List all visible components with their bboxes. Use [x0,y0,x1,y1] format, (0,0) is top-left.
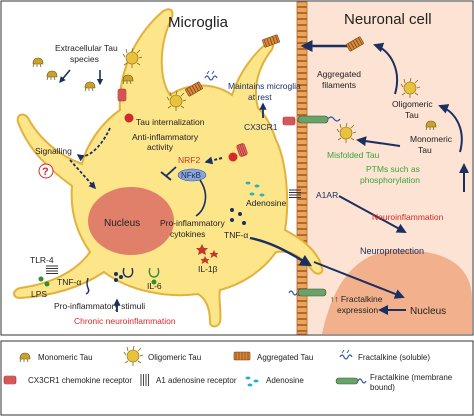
tnfa-receptor-icon [85,277,90,295]
arrow [338,195,407,233]
fractalkine-tail [327,116,341,122]
arrow [204,156,223,165]
fractalkine-expression-line1: ↑↑ Fractalkine [330,294,383,304]
microglia-cell [13,8,324,328]
legend-fractalkine-membrane-line2: bound) [370,383,395,392]
arrow [438,104,463,153]
il1b-label: IL-1β [198,264,218,274]
arrow [76,127,111,162]
anti-inflammatory-label-line1: Anti-inflammatory [132,132,199,142]
neuroinflammation-label: Neuroinflammation [372,212,444,222]
nrf2-label: NRF2 [178,155,200,165]
pro-inflammatory-label-line1: Pro-inflammatory [160,218,225,228]
il6-receptor-icon [148,267,160,278]
legend-adenosine-label: Adenosine [266,376,304,385]
lps-dot [44,281,50,287]
adenosine-label: Adenosine [246,198,286,208]
cx3cr1-label: CX3CR1 [244,122,278,132]
fractalkine-soluble-icon [288,290,298,296]
nfkb-blob [177,168,207,182]
aggregated-filaments-line1: Aggregated [317,69,361,79]
neuroprotection-label: Neuroprotection [360,246,424,256]
legend-monomeric-label: Monomeric Tau [38,353,93,362]
aggregated-tau-icon [261,34,281,48]
ptms-line1: PTMs such as [366,164,420,174]
pro-inflammatory-label-line2: cytokines [170,229,205,239]
tlr4-label: TLR-4 [30,255,54,265]
arrow [249,236,313,267]
ptms-line2: phosphorylation [360,175,420,185]
neuron-membrane [296,1,308,335]
il1b-icon [196,244,219,264]
legend-fractalkine-membrane-line1: Fractalkine (membrane [370,373,453,382]
chronic-neuroinflammation-label: Chronic neuroinflammation [74,316,176,326]
oligomeric-tau-line2: Tau [405,110,419,120]
nucleus-label: Nucleus [104,218,140,229]
lps-label: LPS [31,289,47,299]
monomeric-tau-line1: Monomeric [410,134,453,144]
cx3cr1-active-marker [228,152,238,162]
extracellular-tau-label-line1: Extracellular Tau [55,43,118,53]
maintains-rest-label-line2: at rest [248,92,272,102]
tnfa-dots [114,272,123,282]
inhibition-line [165,166,177,177]
arrow [373,42,399,95]
tau-internalization-label: Tau internalization [136,117,205,127]
diagram-frame [0,0,474,336]
arrow [313,261,405,299]
fractalkine-expression-line2: expression [337,305,378,315]
fractalkine-membrane-icon [297,115,329,124]
legend-cx3cr1-icon [3,375,17,385]
arrow [356,136,401,147]
tnfa-receptor-icon [122,267,134,278]
microglia-nucleus [88,187,174,255]
question-icon [38,163,54,179]
cx3cr1-receptor-icon [117,88,127,102]
arrow [59,69,71,83]
nfkb-label: NFκB [181,171,201,180]
tnfa-out-dots [230,208,246,225]
il6-dot [151,279,157,285]
monomeric-tau-line2: Tau [418,145,432,155]
extracellular-tau-label-line2: species [70,54,99,64]
fractalkine-soluble-icon [204,70,218,81]
legend-fractalkine-soluble-label: Fractalkine (soluble) [358,353,430,362]
neuron-nucleus-label: Nucleus [410,306,446,317]
a1ar-label: A1AR [316,190,338,200]
lps-dot [38,276,44,282]
maintains-rest-label-line1: Maintains microglia [228,81,301,91]
legend-a1-label: A1 adenosine receptor [156,376,237,385]
legend-aggregated-label: Aggregated Tau [257,353,313,362]
legend-adenosine-icon [245,376,259,387]
tnfa-out-label: TNF-α [224,230,248,240]
anti-inflammatory-label-line2: activity [147,142,174,152]
adenosine-dots [245,181,265,197]
legend-fractalkine-membrane-icon [335,377,359,385]
stimuli-label: Pro-inflammatory stimuli [54,301,145,311]
question-mark: ? [42,166,49,178]
cytokine-inhibition-line [195,179,207,217]
tnfa-stimulus-label: TNF-α [57,277,81,287]
tau-internalization-marker [124,113,134,123]
signalling-label: Signalling [35,146,72,156]
monomeric-tau-icon [84,81,96,92]
il6-label: IL-6 [147,281,162,291]
misfolded-tau-label: Misfolded Tau [327,150,380,160]
arrow [69,159,96,190]
fractalkine-membrane-icon [297,288,327,297]
oligomeric-tau-line1: Oligomeric [392,99,433,109]
legend-fractalkine-membrane-tail [357,378,367,384]
aggregated-filaments-line2: filaments [322,80,356,90]
monomeric-tau-icon [32,57,44,68]
monomeric-tau-icon [46,70,58,81]
cx3cr1-receptor-icon [282,116,296,126]
microglia-title: Microglia [168,14,229,31]
tlr4-receptor-icon [45,265,59,274]
neuron-title: Neuronal cell [344,11,432,28]
inhibition-bar [160,171,172,181]
legend-cx3cr1-label: CX3CR1 chemokine receptor [28,376,132,385]
legend-oligomeric-label: Oligomeric Tau [148,353,201,362]
legend-aggregated-icon [233,351,251,361]
